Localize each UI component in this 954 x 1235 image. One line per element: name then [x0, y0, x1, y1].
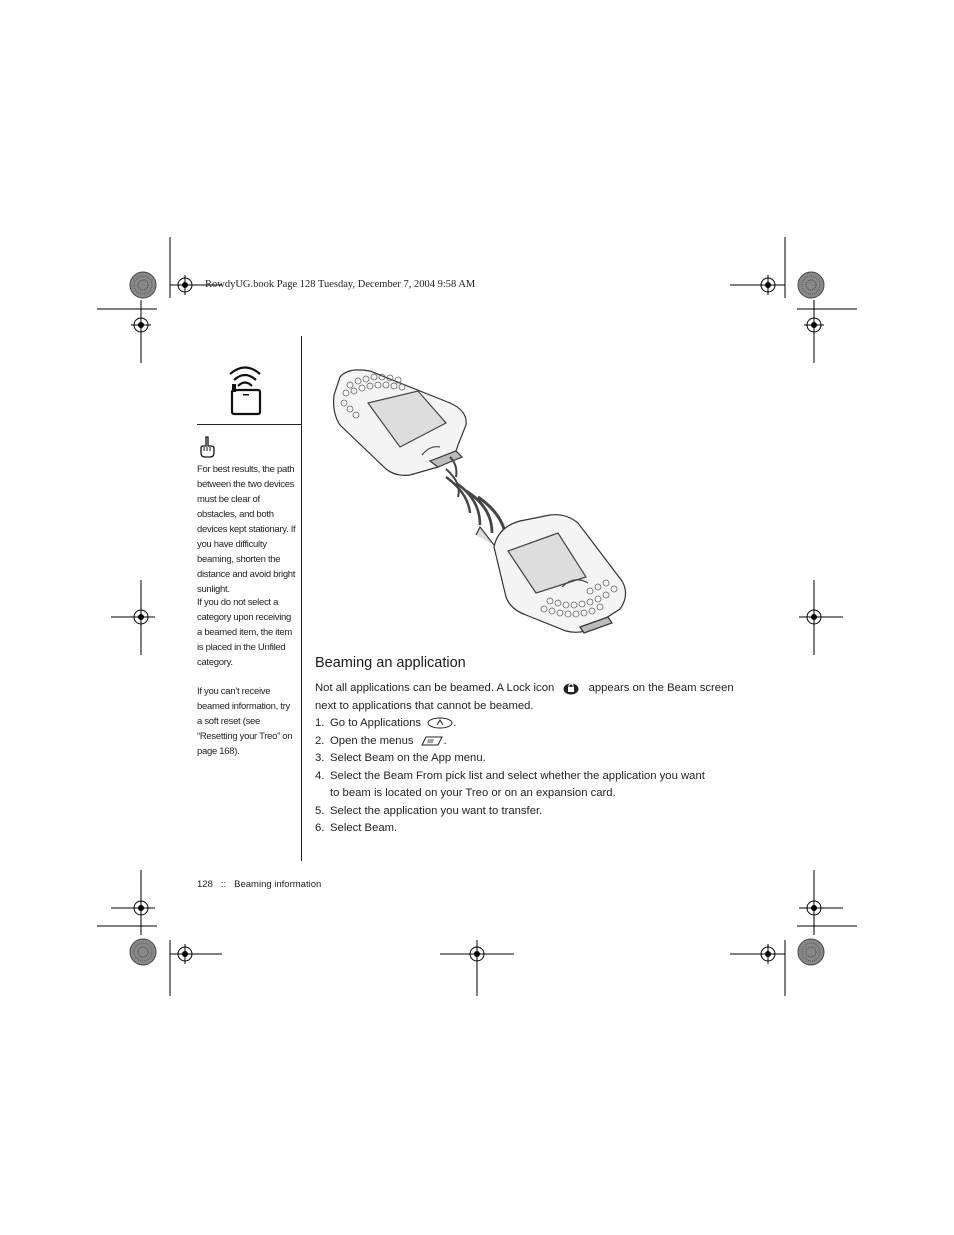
lock-icon [563, 683, 579, 695]
tip-1: For best results, the path between the t… [197, 464, 296, 595]
beaming-illustration [333, 369, 627, 634]
pointing-hand-icon [200, 436, 215, 458]
applications-icon [427, 717, 453, 729]
step-6: 6. Select Beam. [315, 822, 398, 834]
step-2: 2. Open the menus . [315, 734, 447, 747]
sending-device [333, 369, 467, 476]
page-number: 128 [197, 879, 213, 890]
step-5: 5. Select the application you want to tr… [315, 804, 543, 817]
beam-waves [445, 456, 508, 540]
step-1: 1. Go to Applications . [315, 717, 457, 729]
instructions: Not all applications can be beamed. A Lo… [315, 680, 755, 838]
print-header: RowdyUG.book Page 128 Tuesday, December … [205, 279, 476, 290]
receiving-device [475, 514, 627, 634]
step-3: 3. Select Beam on the App menu. [315, 752, 486, 764]
intro-line-2: next to applications that cannot be beam… [315, 699, 534, 712]
registration-mark-icon [174, 274, 196, 296]
beam-phone-icon [229, 366, 262, 416]
menu-icon [420, 736, 443, 746]
column-rule [301, 336, 302, 861]
footer-section: Beaming information [234, 879, 322, 890]
sidebar-divider [197, 424, 301, 425]
page-footer: 128::Beaming information [197, 879, 321, 890]
section-heading: Beaming an application [315, 655, 466, 671]
step-4: 4. Select the Beam From pick list and se… [315, 769, 705, 800]
intro-line-1: Not all applications can be beamed. A Lo… [315, 682, 734, 695]
tip-2: If you do not select a category upon rec… [197, 597, 293, 668]
footer-separator: :: [220, 879, 227, 890]
tip-3: If you can’t receive beamed information,… [197, 686, 293, 757]
